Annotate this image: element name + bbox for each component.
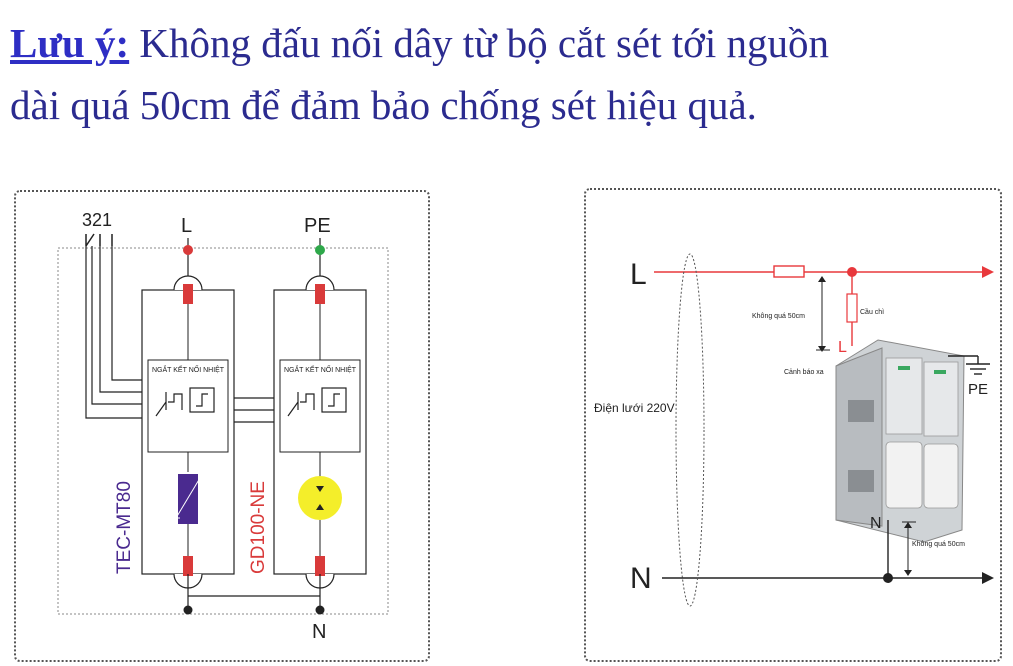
module-2-top-contact: [315, 284, 325, 304]
module-2-thermal-label: NGẮT KẾT NỐI NHIỆT: [284, 364, 357, 374]
right-installation-panel: L N Điện lưới 220V Cầu chì Không quá 50c…: [584, 188, 1002, 662]
module-1-thermal-label: NGẮT KẾT NỐI NHIỆT: [152, 364, 225, 374]
schematic-outer-box: [57, 247, 389, 615]
terminal-numbers: 321: [82, 210, 112, 230]
grid-ellipse: [675, 253, 705, 607]
note-label: Lưu ý:: [10, 20, 130, 66]
grid-label: Điện lưới 220V: [594, 401, 675, 415]
module-1-thermal-box: [147, 359, 229, 453]
device-1-name: TEC-MT80: [114, 481, 135, 574]
alarm-switch-symbol: [85, 233, 113, 247]
terminal-PE-dot: [315, 245, 325, 255]
note-line-2: dài quá 50cm để đảm bảo chống sét hiệu q…: [10, 82, 757, 128]
left-schematic-panel: 321 L PE NGẮT KẾT NỐI NHIỆT: [14, 190, 430, 662]
max-length-bottom-label: Không quá 50cm: [912, 541, 965, 548]
pe-ground-symbol: [948, 355, 990, 375]
module-2-bottom-contact: [315, 556, 325, 576]
alarm-wires: [85, 246, 274, 423]
device-L-label: L: [838, 339, 847, 356]
device-2-name: GD100-NE: [248, 481, 269, 574]
spd-device: [835, 339, 965, 543]
module-1-bottom-contact: [183, 556, 193, 576]
terminal-PE-label: PE: [304, 215, 331, 237]
fuse-inline: [773, 265, 805, 278]
fuse-label: Cầu chì: [860, 307, 884, 316]
line-L-label: L: [630, 258, 647, 291]
left-schematic: 321 L PE NGẮT KẾT NỐI NHIỆT: [57, 210, 389, 643]
note-line-1-text: Không đấu nối dây từ bộ cắt sét tới nguồ…: [139, 20, 829, 66]
varistor: [178, 474, 198, 524]
fuse-branch: [846, 293, 858, 323]
line-N-label: N: [630, 562, 652, 595]
terminal-N-label: N: [312, 621, 326, 643]
terminal-L-label: L: [181, 215, 192, 237]
right-installation-diagram: L N Điện lưới 220V Cầu chì Không quá 50c…: [594, 253, 994, 607]
terminal-L-dot: [183, 245, 193, 255]
alarm-label: Cảnh báo xa: [784, 369, 824, 376]
pe-label: PE: [968, 381, 988, 398]
module-2-thermal-box: [279, 359, 361, 453]
note-text: Lưu ý: Không đấu nối dây từ bộ cắt sét t…: [10, 12, 1010, 136]
device-N-label: N: [870, 515, 882, 532]
n-bus: [187, 574, 321, 610]
gas-discharge-tube: [298, 476, 342, 520]
module-1-top-contact: [183, 284, 193, 304]
max-length-top-label: Không quá 50cm: [752, 313, 805, 320]
note-line-1: Lưu ý: Không đấu nối dây từ bộ cắt sét t…: [10, 12, 1010, 74]
